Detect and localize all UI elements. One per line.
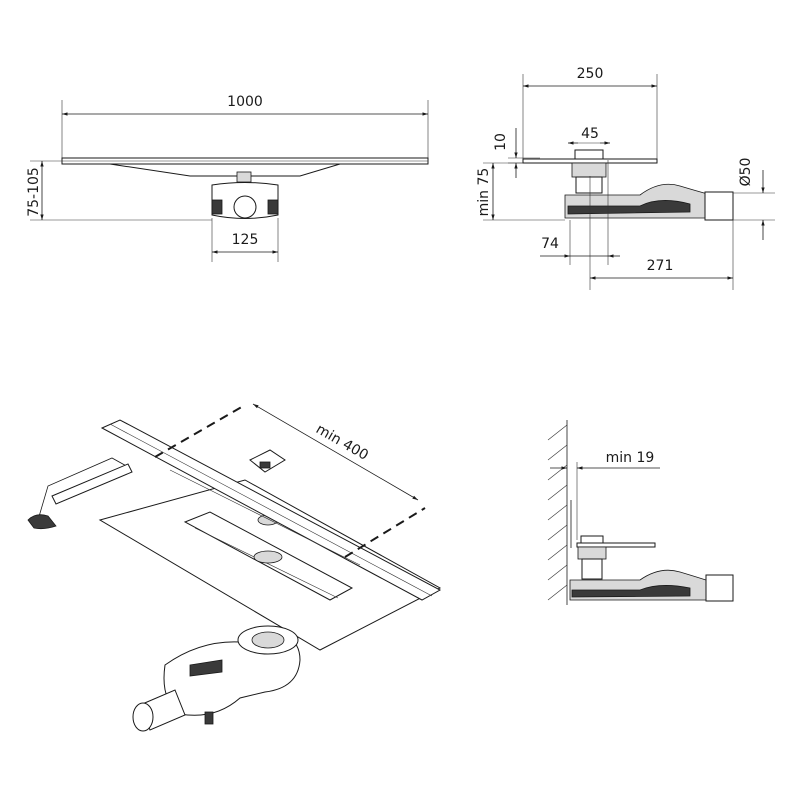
side-view: 250 45 10 min 75 Ø50 xyxy=(476,66,775,290)
clip-part xyxy=(249,449,286,473)
saw-icon xyxy=(27,457,133,530)
height-label: 75-105 xyxy=(26,167,42,217)
wall-view: min 19 xyxy=(547,420,734,605)
isometric-view: min 400 xyxy=(27,403,442,732)
outlet-pipe xyxy=(233,195,257,219)
length-label: 1000 xyxy=(227,94,263,110)
diameter-label: Ø50 xyxy=(738,158,754,187)
min-length-label: min 400 xyxy=(313,421,371,464)
channel-body xyxy=(109,163,341,177)
min-length-dimension-line xyxy=(252,403,419,501)
side-plate xyxy=(522,158,658,164)
side-outlet xyxy=(704,191,734,221)
front-view: 1000 75-105 125 xyxy=(26,94,429,262)
drain-width-label: 45 xyxy=(581,126,599,142)
offset-label: 74 xyxy=(541,236,559,252)
cut-line-left xyxy=(154,404,246,458)
thickness-label: 10 xyxy=(493,133,509,151)
min-gap-label: min 19 xyxy=(606,450,655,466)
cut-line-right xyxy=(344,507,426,558)
wall-plate xyxy=(576,542,656,548)
outlet-width-label: 125 xyxy=(232,232,259,248)
outlet-length-label: 271 xyxy=(647,258,674,274)
min-height-label: min 75 xyxy=(476,168,492,217)
isometric-trap xyxy=(132,625,301,732)
width-label: 250 xyxy=(577,66,604,82)
